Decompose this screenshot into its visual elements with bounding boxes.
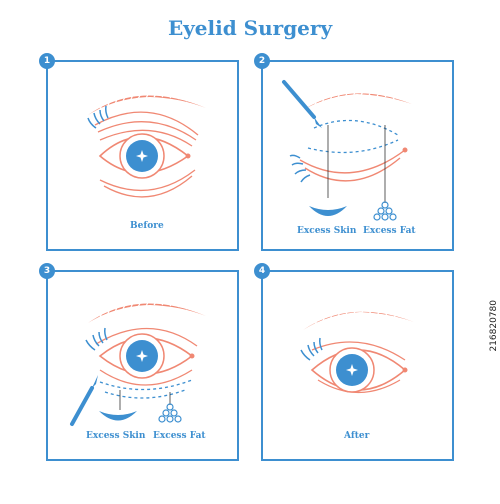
panel-frame <box>261 270 454 461</box>
panel-frame <box>46 270 239 461</box>
label-after: After <box>344 431 370 441</box>
eyelid-folds <box>94 111 199 198</box>
step-number-4: 4 <box>258 266 266 276</box>
scalpel <box>282 80 322 128</box>
excess-fat-shape <box>373 201 397 221</box>
eyelashes <box>85 327 108 351</box>
excess-skin-shape <box>309 206 347 216</box>
eyelashes <box>87 105 109 129</box>
step-number-1: 1 <box>43 56 51 66</box>
step-badge <box>254 263 270 279</box>
panel-1 <box>39 53 239 251</box>
eyebrow <box>88 87 206 115</box>
panel-4 <box>254 263 454 461</box>
diagram-title: Eyelid Surgery <box>167 16 333 40</box>
step-number-3: 3 <box>43 266 51 276</box>
eyelid-folds <box>311 341 406 361</box>
incision-lines <box>307 119 399 154</box>
label-excess-skin: Excess Skin <box>86 431 146 441</box>
eyebrow <box>303 303 414 330</box>
panel-3 <box>39 263 239 461</box>
eyelashes <box>289 154 311 183</box>
eye <box>98 133 191 179</box>
eyebrow <box>303 85 412 110</box>
panel-2 <box>254 53 454 251</box>
incision-lines <box>99 369 193 399</box>
stock-id: 216820780 <box>489 300 499 352</box>
label-excess-fat: Excess Fat <box>153 431 206 441</box>
eyebrow <box>88 295 206 323</box>
label-before: Before <box>130 221 164 231</box>
eyelashes <box>300 337 323 361</box>
scalpel <box>70 375 98 426</box>
eyelid-folds <box>95 327 198 347</box>
step-number-2: 2 <box>258 56 266 66</box>
eye <box>98 333 195 379</box>
step-badge <box>39 53 55 69</box>
step-badge <box>39 263 55 279</box>
panel-frame <box>261 60 454 251</box>
excess-skin-shape <box>99 411 137 421</box>
eye <box>310 347 408 394</box>
label-excess-fat: Excess Fat <box>363 226 416 236</box>
label-excess-skin: Excess Skin <box>297 226 357 236</box>
lower-lid <box>299 149 406 182</box>
excess-fat-shape <box>158 403 182 423</box>
step-badge <box>254 53 270 69</box>
panel-frame <box>46 60 239 251</box>
